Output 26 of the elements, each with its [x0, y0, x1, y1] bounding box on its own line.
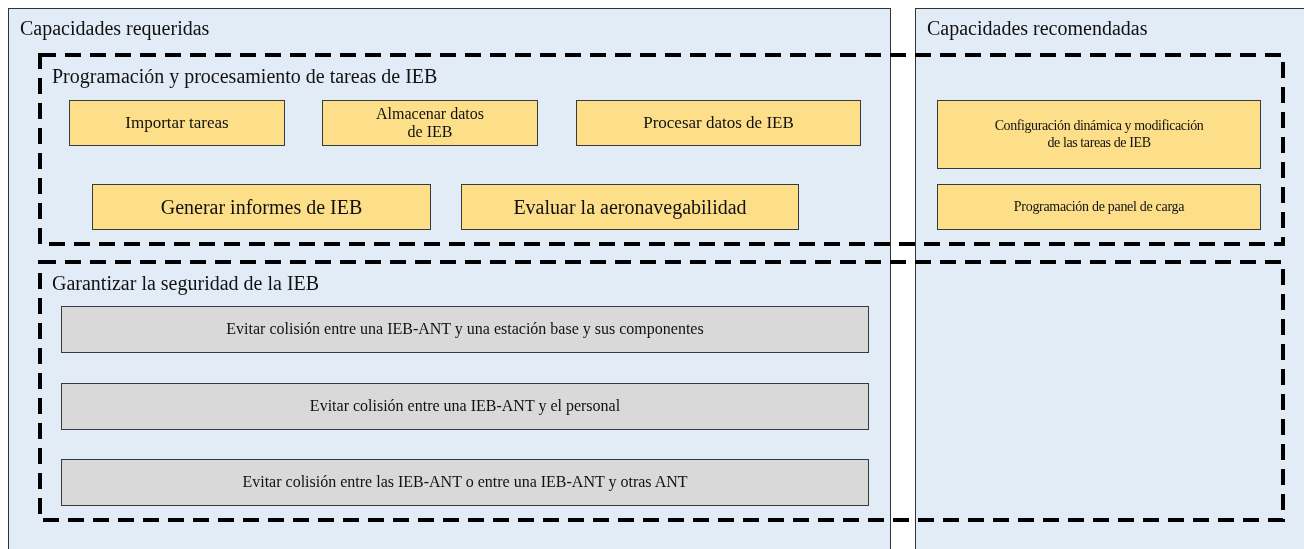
capability-box [937, 184, 1261, 230]
group-title: Garantizar la seguridad de la IEB [52, 272, 320, 294]
dashed-group-frame [38, 53, 1285, 246]
safety-requirement-label: Evitar colisión entre una IEB-ANT y una estación base y sus componentes [226, 320, 704, 339]
group-title: Programación y procesamiento de tareas de IEB [52, 65, 438, 87]
safety-requirement-box [61, 459, 869, 506]
column-title: Capacidades recomendadas [927, 17, 1148, 39]
safety-requirement-box [61, 383, 869, 430]
safety-requirement-box [61, 306, 869, 353]
capability-label: Almacenar datos de IEB [375, 104, 485, 142]
capability-box [937, 100, 1261, 169]
capability-box [69, 100, 285, 146]
capability-label: Importar tareas [125, 113, 229, 133]
capability-label: Configuración dinámica y modificación de las tareas de IEB [993, 118, 1205, 151]
capability-box [92, 184, 431, 230]
safety-requirement-label: Evitar colisión entre una IEB-ANT y el personal [309, 397, 621, 416]
capability-label: Generar informes de IEB [160, 195, 363, 219]
dashed-group-frame [38, 260, 1285, 522]
capability-label: Procesar datos de IEB [643, 113, 794, 133]
capability-box [576, 100, 861, 146]
capability-box [322, 100, 538, 146]
column-title: Capacidades requeridas [20, 17, 210, 39]
capability-label: Programación de panel de carga [1013, 198, 1185, 216]
capability-label: Evaluar la aeronavegabilidad [513, 195, 747, 219]
safety-requirement-label: Evitar colisión entre las IEB-ANT o entre una IEB-ANT y otras ANT [242, 473, 688, 492]
capability-box [461, 184, 799, 230]
